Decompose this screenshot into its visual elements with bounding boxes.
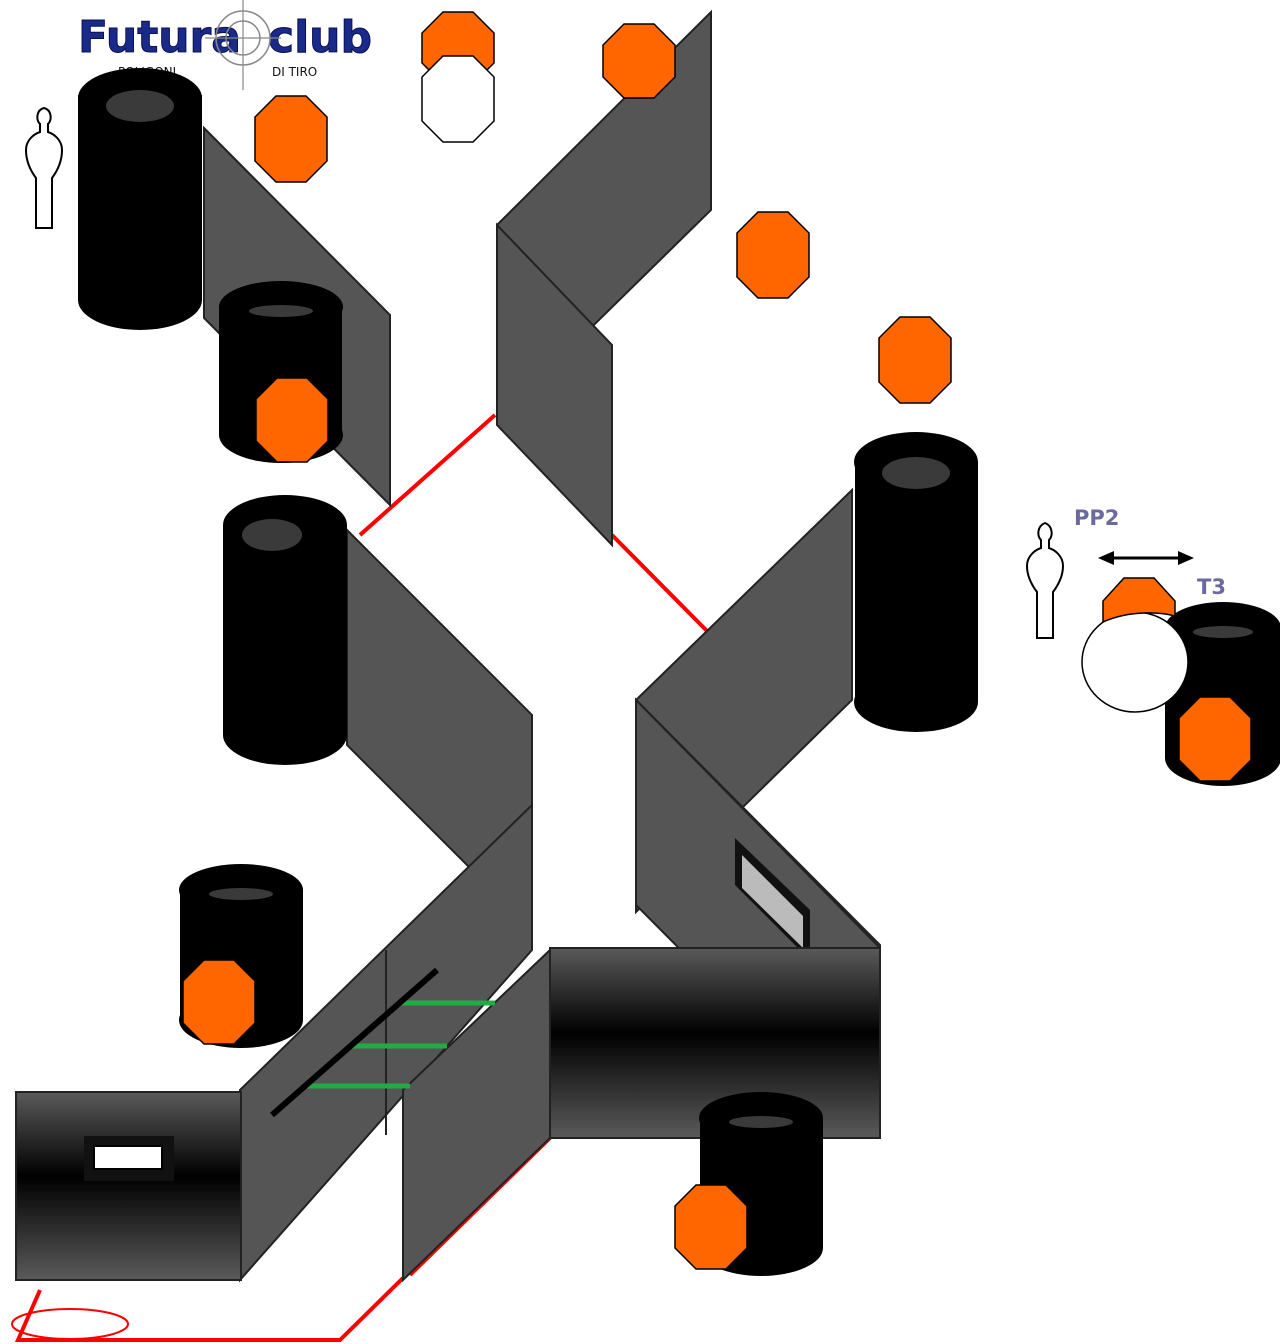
steel-plate-icon xyxy=(1178,696,1252,782)
steel-plate-icon xyxy=(602,23,676,99)
shooting-box-left xyxy=(15,1091,242,1281)
steel-plate-icon xyxy=(878,316,952,404)
barrel-icon xyxy=(78,68,202,330)
logo-word-club: club xyxy=(268,12,372,63)
steel-plate-icon xyxy=(1102,577,1176,624)
no-shoot-plate-icon xyxy=(421,55,495,143)
label-pp2: PP2 xyxy=(1074,506,1119,530)
futura-club-logo: Futura club POLIGONI DI TIRO xyxy=(78,0,372,90)
steel-plate-icon xyxy=(255,377,329,463)
steel-plate-icon xyxy=(674,1184,748,1270)
no-shoot-target xyxy=(1081,611,1189,713)
wall-port-opening xyxy=(742,855,803,948)
green-guide-lines xyxy=(304,1000,495,1089)
silhouette-icon xyxy=(24,106,64,229)
steel-plate-icon xyxy=(182,959,256,1045)
wall-panel xyxy=(496,222,613,548)
silhouette-icon xyxy=(1025,521,1065,639)
steel-plate-icon xyxy=(736,211,810,299)
black-rail xyxy=(270,967,439,1118)
barrel-icon xyxy=(223,495,347,765)
barrel-icon xyxy=(854,432,978,732)
movement-arrow-icon xyxy=(1098,551,1194,565)
label-t3: T3 xyxy=(1197,575,1226,599)
start-position-marker xyxy=(11,1308,129,1340)
box-window xyxy=(93,1145,163,1170)
steel-plate-icon xyxy=(254,95,328,183)
steel-targets xyxy=(182,11,1252,1270)
crosshair-icon xyxy=(205,0,281,90)
logo-sub-di-tiro: DI TIRO xyxy=(272,65,317,79)
